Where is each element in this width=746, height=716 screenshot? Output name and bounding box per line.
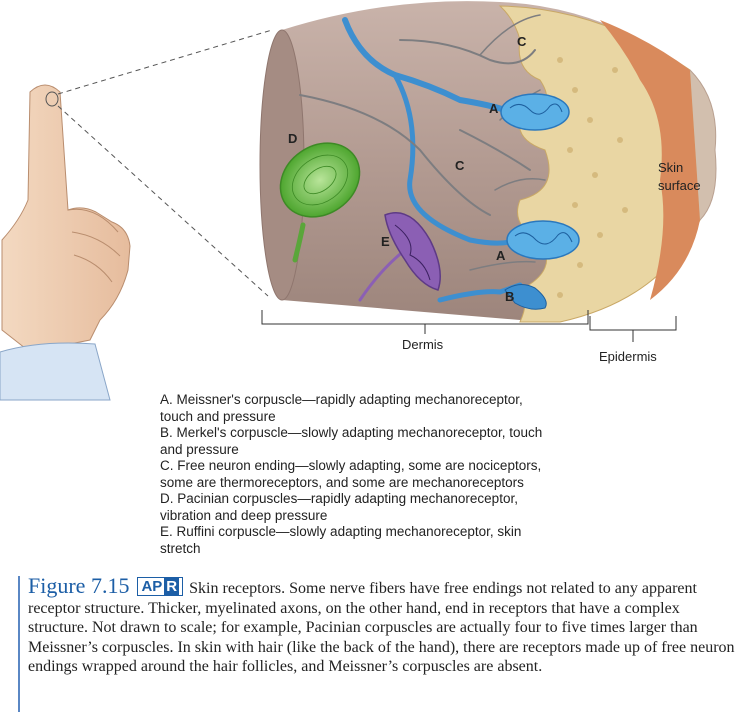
legend: A. Meissner's corpuscle—rapidly adapting… xyxy=(160,392,630,557)
legend-e-line1: E. Ruffini corpuscle—slowly adapting mec… xyxy=(160,524,522,539)
ruffini-corpuscle xyxy=(384,212,441,291)
skin-surface-label-line2: surface xyxy=(658,178,701,193)
zoom-lines xyxy=(57,29,273,297)
meissner-corpuscle-top xyxy=(500,93,570,131)
nerve-fibers xyxy=(292,14,546,303)
skin-surface-layer xyxy=(600,20,700,300)
dermis-bracket xyxy=(261,310,589,334)
legend-c-line1: C. Free neuron ending—slowly adapting, s… xyxy=(160,458,542,473)
hand-illustration xyxy=(0,84,131,401)
legend-b-line2: and pressure xyxy=(160,441,239,457)
pacinian-corpuscle xyxy=(279,142,361,218)
meissner-corpuscle-bottom xyxy=(506,220,580,260)
label-a-bottom: A xyxy=(496,248,506,263)
legend-a-line1: A. Meissner's corpuscle—rapidly adapting… xyxy=(160,392,523,407)
apr-badge-r: R xyxy=(164,578,180,595)
figure-number: Figure 7.15 xyxy=(28,573,130,598)
dermis-label: Dermis xyxy=(402,337,444,352)
label-d: D xyxy=(288,131,297,146)
legend-d-line1: D. Pacinian corpuscles—rapidly adapting … xyxy=(160,491,518,506)
label-a-top: A xyxy=(489,101,499,116)
caption-text: Skin receptors. Some nerve fibers have f… xyxy=(28,580,735,675)
apr-badge-ap: AP xyxy=(141,578,163,595)
epidermis-bracket xyxy=(589,316,677,342)
label-b: B xyxy=(505,289,514,304)
legend-c-line2: some are thermoreceptors, and some are m… xyxy=(160,474,524,490)
epidermis-label: Epidermis xyxy=(599,349,657,364)
legend-d-line2: vibration and deep pressure xyxy=(160,507,328,523)
label-e: E xyxy=(381,234,390,249)
label-c-top: C xyxy=(517,34,527,49)
legend-e-line2: stretch xyxy=(160,540,201,556)
legend-a-line2: touch and pressure xyxy=(160,408,276,424)
legend-b-line1: B. Merkel's corpuscle—slowly adapting me… xyxy=(160,425,543,440)
merkel-corpuscle xyxy=(504,284,547,310)
label-c-mid: C xyxy=(455,158,465,173)
skin-surface-label-line1: Skin xyxy=(658,160,683,175)
